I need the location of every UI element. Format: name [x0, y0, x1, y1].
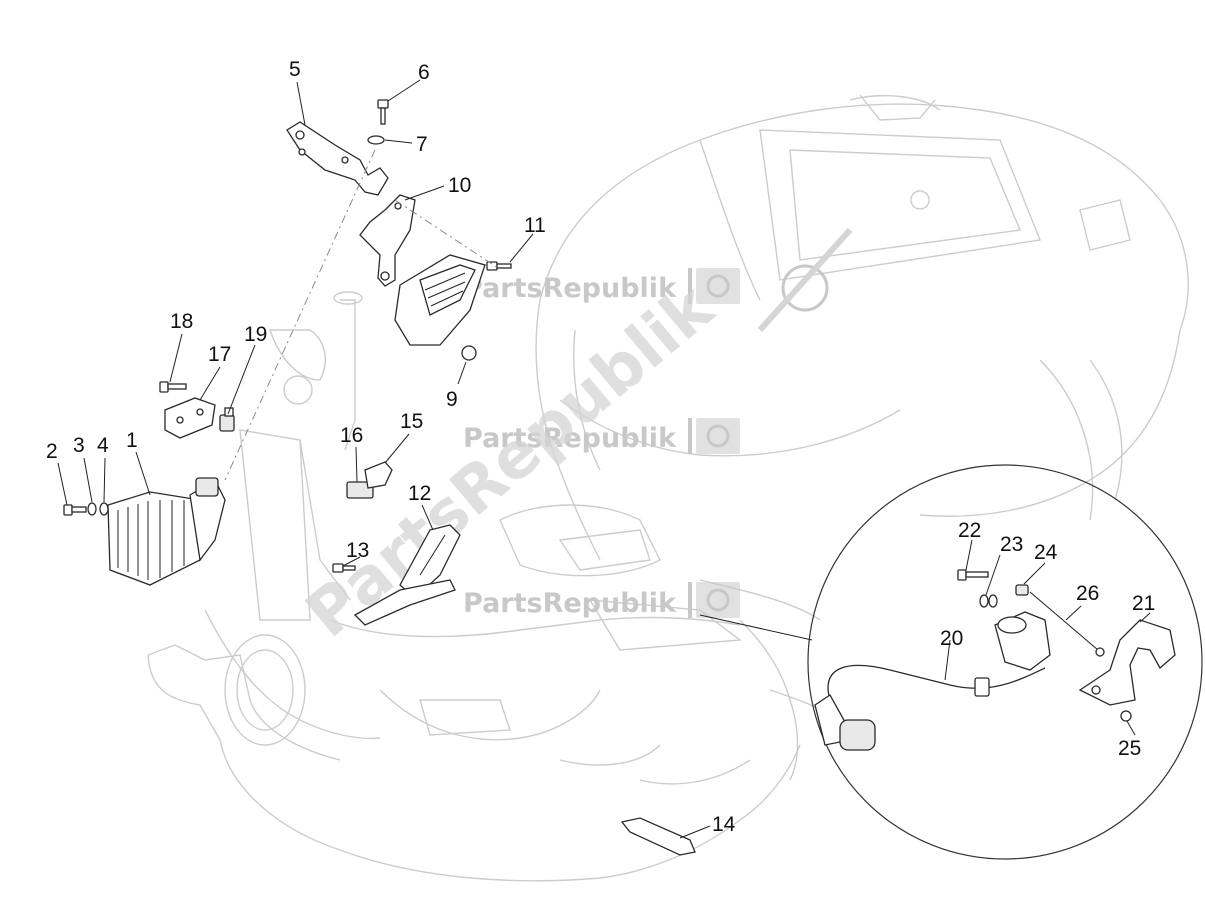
callout-4: 4: [97, 434, 109, 457]
callout-22: 22: [958, 519, 981, 542]
watermark-divider: [688, 582, 692, 618]
part-bolt-6: [377, 99, 389, 125]
callout-13: 13: [346, 539, 369, 562]
part-bracket-5: [286, 121, 389, 196]
watermark-gear-icon: [706, 588, 730, 612]
callout-19: 19: [244, 323, 267, 346]
callout-15: 15: [400, 410, 423, 433]
part-clip-7: [367, 135, 385, 145]
watermark-text: PartsRepublik: [463, 273, 677, 304]
callout-3: 3: [73, 434, 85, 457]
watermark-large-gear-icon: [781, 264, 829, 312]
callout-2: 2: [46, 440, 58, 463]
part-bolt-2: [63, 504, 87, 516]
watermark-text: PartsRepublik: [463, 423, 677, 454]
watermark-group: PartsRepublik PartsRepublik PartsRepubli…: [293, 227, 853, 652]
callout-leader-lines: [57, 79, 1151, 839]
callout-1: 1: [126, 429, 138, 452]
watermark-gear-icon: [696, 582, 740, 618]
callout-24: 24: [1034, 541, 1058, 564]
callout-9: 9: [446, 388, 458, 411]
callout-20: 20: [940, 627, 963, 650]
part-bolt-11: [486, 261, 512, 271]
callout-23: 23: [1000, 533, 1023, 556]
part-washer-4: [99, 502, 109, 516]
watermark-gear-icon: [696, 268, 740, 304]
watermark-gear-icon: [696, 418, 740, 454]
part-washer-3: [87, 502, 97, 516]
callout-5: 5: [289, 58, 301, 81]
callout-26: 26: [1076, 582, 1099, 605]
part-connector-19: [219, 407, 235, 432]
callout-7: 7: [416, 133, 428, 156]
part-lower-bracket: [353, 579, 456, 626]
callout-10: 10: [448, 174, 471, 197]
callout-25: 25: [1118, 737, 1141, 760]
watermark-text: PartsRepublik: [463, 588, 677, 619]
watermark-stripe: [757, 227, 853, 333]
callout-11: 11: [524, 214, 546, 237]
callout-21: 21: [1132, 592, 1155, 615]
part-clip-15: [364, 461, 393, 489]
watermark-gear-icon: [706, 424, 730, 448]
detail-view-ignition: [699, 464, 1203, 860]
callout-labels: 5 6 7 10 11 9 18 17 19 1 2 3 4 16 15 12 …: [46, 58, 1155, 836]
part-voltage-regulator-1: [107, 477, 226, 586]
watermark-divider: [688, 418, 692, 454]
callout-16: 16: [340, 424, 363, 447]
callout-17: 17: [208, 343, 231, 366]
assembly-axis-line: [394, 199, 499, 269]
part-bracket-10: [359, 194, 416, 287]
callout-6: 6: [418, 61, 430, 84]
part-bolt-18: [159, 381, 187, 393]
assembly-axis-line: [224, 149, 376, 481]
callout-14: 14: [712, 813, 736, 836]
part-clip-16: [346, 481, 374, 499]
part-control-module: [394, 254, 486, 346]
part-nut-9: [461, 345, 477, 361]
scooter-frame-outline: [147, 94, 1189, 882]
part-bracket-14: [620, 817, 696, 856]
watermark-gear-icon: [706, 274, 730, 298]
part-plate-17: [164, 397, 216, 439]
callout-12: 12: [408, 482, 431, 505]
watermark-divider: [688, 268, 692, 304]
callout-18: 18: [170, 310, 193, 333]
part-bolt-13: [332, 563, 356, 573]
